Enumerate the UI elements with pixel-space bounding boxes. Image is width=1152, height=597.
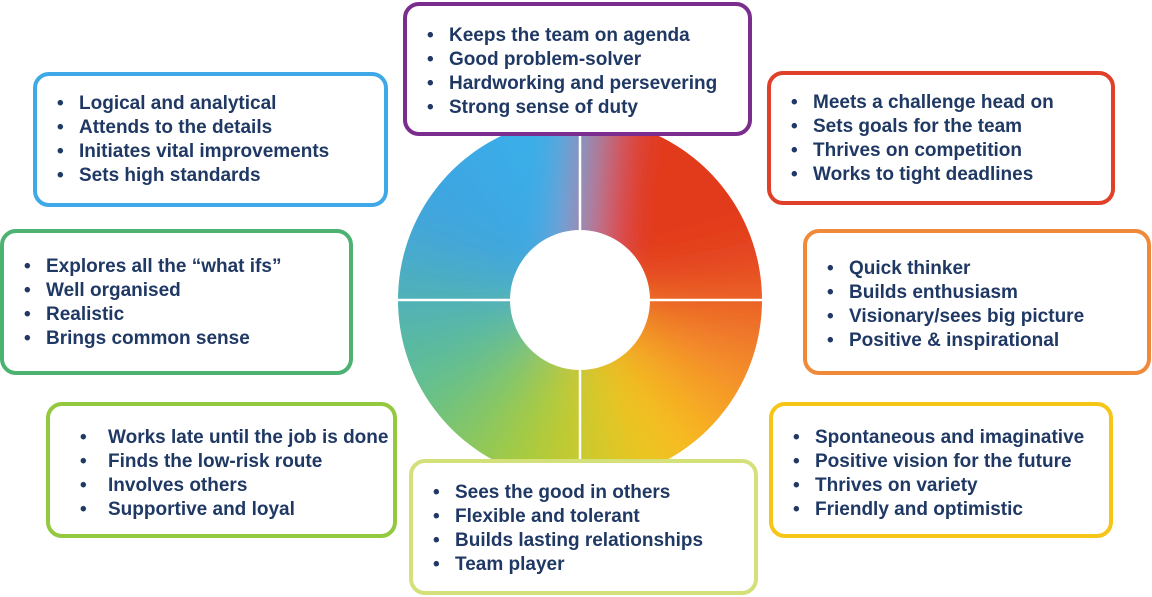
- trait-item: Well organised: [18, 279, 339, 303]
- trait-item: Builds enthusiasm: [821, 281, 1137, 305]
- traits-box-blue: Logical and analytical Attends to the de…: [33, 72, 388, 207]
- traits-box-orange: Quick thinker Builds enthusiasm Visionar…: [803, 229, 1151, 375]
- trait-item: Meets a challenge head on: [785, 91, 1101, 115]
- traits-box-purple: Keeps the team on agenda Good problem-so…: [403, 2, 752, 136]
- trait-item: Attends to the details: [51, 116, 374, 140]
- trait-item: Good problem-solver: [421, 48, 738, 72]
- trait-item: Involves others: [68, 474, 383, 498]
- trait-item: Realistic: [18, 303, 339, 327]
- trait-item: Strong sense of duty: [421, 96, 738, 120]
- trait-item: Works to tight deadlines: [785, 163, 1101, 187]
- trait-item: Spontaneous and imaginative: [787, 426, 1099, 450]
- traits-box-green: Explores all the “what ifs” Well organis…: [0, 229, 353, 375]
- trait-item: Quick thinker: [821, 257, 1137, 281]
- traits-box-lime: Works late until the job is done Finds t…: [46, 402, 397, 538]
- trait-item: Explores all the “what ifs”: [18, 255, 339, 279]
- trait-item: Thrives on competition: [785, 139, 1101, 163]
- trait-item: Keeps the team on agenda: [421, 24, 738, 48]
- trait-item: Sets goals for the team: [785, 115, 1101, 139]
- trait-item: Positive & inspirational: [821, 329, 1137, 353]
- trait-item: Works late until the job is done: [68, 426, 388, 450]
- trait-item: Brings common sense: [18, 327, 339, 351]
- trait-item: Flexible and tolerant: [427, 505, 744, 529]
- trait-item: Finds the low-risk route: [68, 450, 383, 474]
- trait-item: Supportive and loyal: [68, 498, 383, 522]
- trait-item: Positive vision for the future: [787, 450, 1099, 474]
- trait-item: Initiates vital improvements: [51, 140, 374, 164]
- trait-item: Visionary/sees big picture: [821, 305, 1137, 329]
- traits-box-yellow: Spontaneous and imaginative Positive vis…: [769, 402, 1113, 538]
- trait-item: Builds lasting relationships: [427, 529, 744, 553]
- trait-item: Hardworking and persevering: [421, 72, 738, 96]
- trait-item: Sees the good in others: [427, 481, 744, 505]
- trait-item: Logical and analytical: [51, 92, 374, 116]
- trait-item: Friendly and optimistic: [787, 498, 1099, 522]
- traits-box-light-green: Sees the good in others Flexible and tol…: [409, 459, 758, 595]
- trait-item: Team player: [427, 553, 744, 577]
- trait-item: Sets high standards: [51, 164, 374, 188]
- trait-item: Thrives on variety: [787, 474, 1099, 498]
- traits-box-red: Meets a challenge head on Sets goals for…: [767, 71, 1115, 205]
